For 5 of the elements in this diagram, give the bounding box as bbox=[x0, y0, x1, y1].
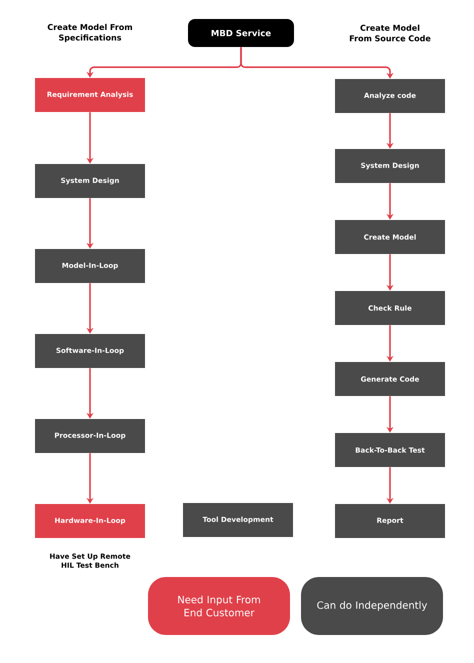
legend-box: Need Input From End Customer bbox=[148, 577, 290, 635]
column-heading: Create Model From Specifications bbox=[48, 24, 132, 42]
legend-box: Can do Independently bbox=[301, 577, 443, 635]
service-box: MBD Service bbox=[188, 19, 294, 47]
column-heading: Create Model From Source Code bbox=[350, 24, 430, 42]
